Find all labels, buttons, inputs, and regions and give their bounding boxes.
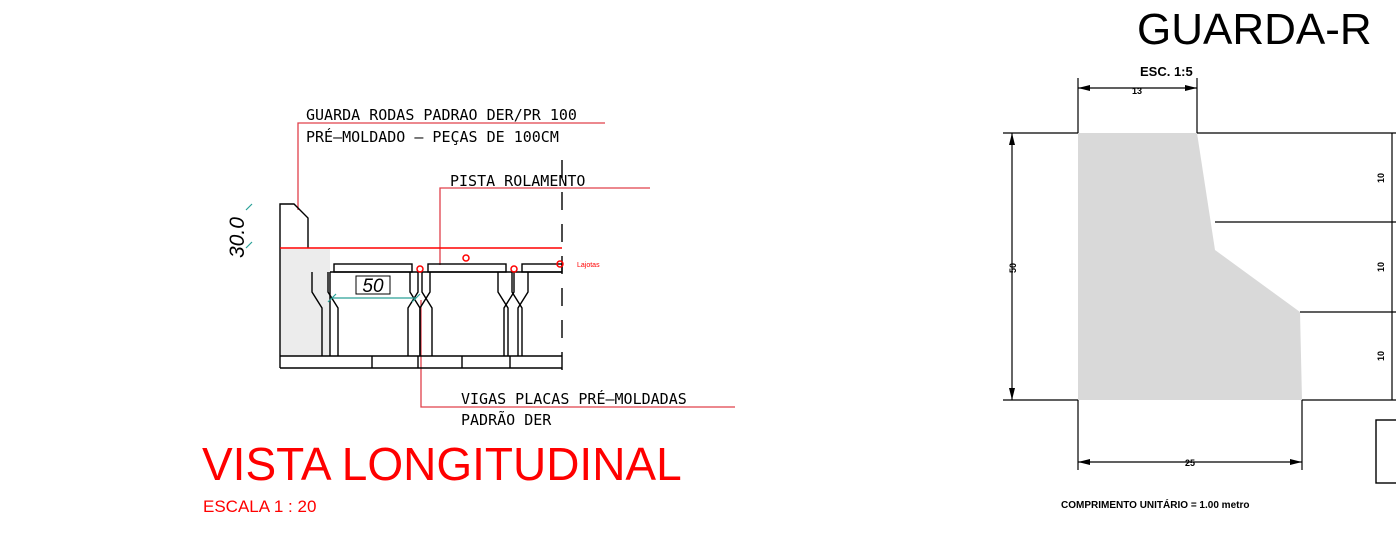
guarda-profile-fill — [1078, 133, 1302, 400]
vista-longitudinal-title: VISTA LONGITUDINAL — [202, 438, 682, 490]
callout-lajotas: Lajotas — [577, 262, 600, 269]
dim-30-line — [245, 203, 253, 249]
callout-vigas-line1: VIGAS PLACAS PRÉ–MOLDADAS — [461, 389, 687, 408]
dim-right-1-text: 10 — [1376, 173, 1386, 183]
bottom-flange-ticks — [371, 356, 511, 368]
dim-width-text: 50 — [362, 276, 384, 297]
callout-guard-line1: GUARDA RODAS PADRAO DER/PR 100 — [306, 106, 577, 124]
comprimento-note: COMPRIMENTO UNITÁRIO = 1.00 metro — [1061, 498, 1249, 511]
lajotas-markers — [416, 254, 564, 273]
dim-left-text: 50 — [1008, 263, 1018, 273]
vigas-beams — [311, 272, 529, 356]
guarda-scale: ESC. 1:5 — [1140, 64, 1193, 79]
vista-longitudinal-scale: ESCALA 1 : 20 — [203, 497, 316, 516]
dim-right-2-text: 10 — [1376, 262, 1386, 272]
guarda-title: GUARDA-R — [1137, 5, 1372, 54]
dim-bottom-text: 25 — [1185, 458, 1195, 468]
leader-guard-rodas — [297, 122, 605, 210]
guarda-rodas-section-drawing: GUARDA-R ESC. 1:5 — [1003, 5, 1396, 511]
dim-50-box — [355, 275, 391, 295]
leader-lines — [297, 122, 735, 408]
lajotas-blocks — [333, 263, 563, 273]
dim-right-3-text: 10 — [1376, 351, 1386, 361]
extension-lines — [1003, 78, 1396, 470]
dim-top-text: 13 — [1132, 86, 1142, 96]
callout-guard-line2: PRÉ–MOLDADO – PEÇAS DE 100CM — [306, 127, 559, 146]
callout-vigas-line2: PADRÃO DER — [461, 410, 552, 429]
dim-50-line — [327, 293, 421, 303]
callout-pista: PISTA ROLAMENTO — [450, 172, 585, 190]
vista-longitudinal-drawing: 50 30.0 GUARDA RODAS PADRAO DER/PR 100 P… — [202, 106, 735, 516]
guarda-rodas-profile — [279, 203, 309, 248]
dimension-arrows — [1009, 85, 1302, 465]
dimension-lines — [1011, 87, 1393, 463]
leader-vigas — [420, 300, 735, 408]
detail-box — [1375, 419, 1396, 484]
dim-height-text: 30.0 — [226, 217, 249, 258]
leader-pista-rolamento — [439, 187, 650, 265]
